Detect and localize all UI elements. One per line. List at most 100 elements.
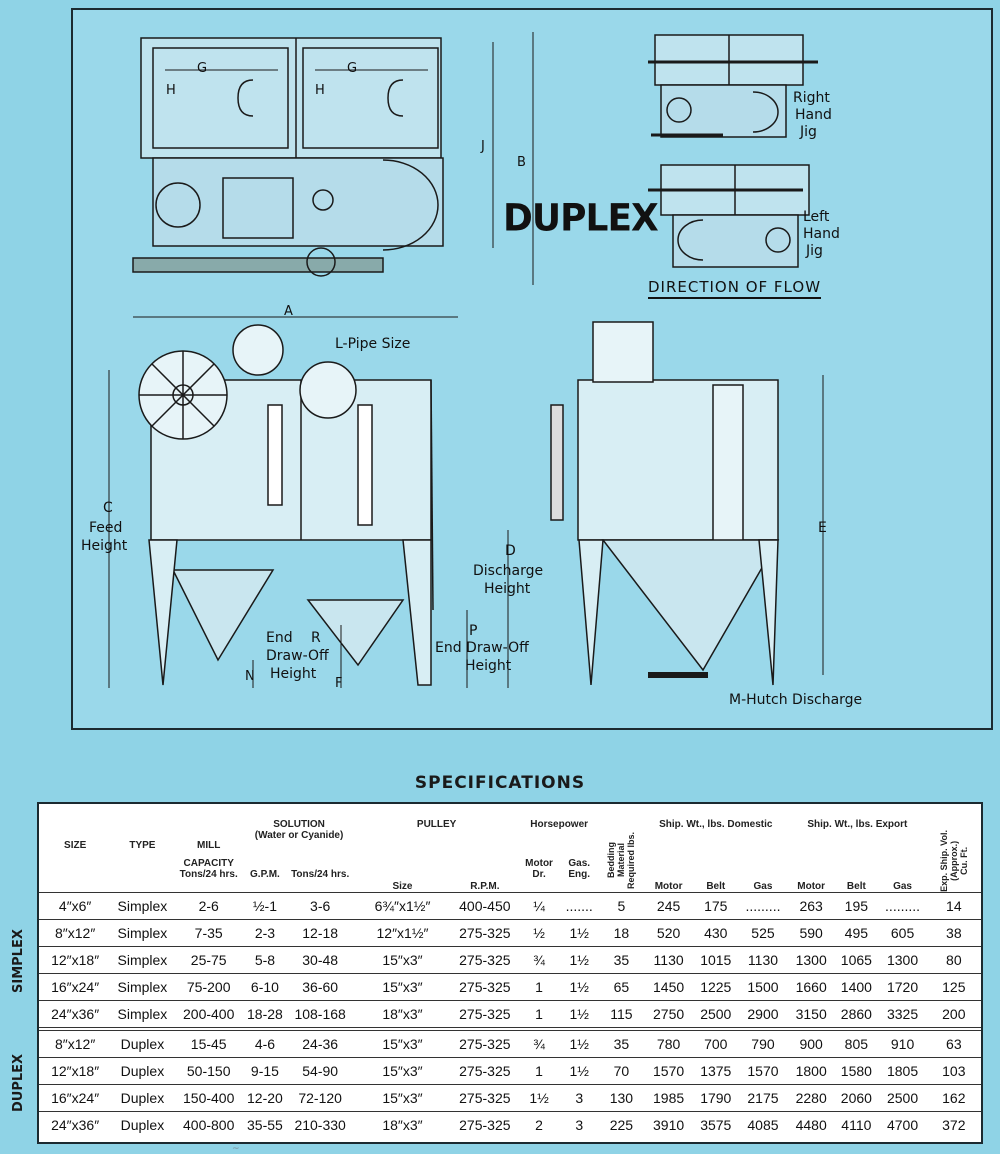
table-cell: 525	[737, 918, 789, 947]
table-cell: 24-36	[286, 1026, 355, 1058]
table-cell: 162	[926, 1083, 981, 1112]
table-cell: 275-325	[450, 1083, 519, 1112]
table-cell: 3	[559, 1110, 600, 1138]
mill-header-1: MILL	[197, 840, 221, 852]
table-cell: 1½	[559, 945, 600, 974]
table-cell: Simplex	[111, 945, 174, 974]
table-cell: 2-6	[173, 891, 244, 920]
table-cell: 5-8	[243, 945, 287, 974]
table-cell: 108-168	[286, 999, 355, 1029]
table-cell: 263	[788, 891, 835, 920]
label-h2: H	[315, 83, 325, 98]
table-cell: 80	[926, 945, 981, 974]
table-cell: 24″x36″	[39, 999, 112, 1029]
table-cell: 18″x3″	[354, 999, 451, 1029]
table-cell: 275-325	[450, 945, 519, 974]
tons-header: Tons/24 hrs.	[291, 868, 350, 880]
table-cell: 150-400	[173, 1083, 244, 1112]
table-cell: 12″x1½″	[354, 918, 451, 947]
table-cell: 1	[518, 1056, 560, 1085]
header-row-low: CAPACITY Motor Gas.	[39, 851, 981, 869]
table-cell: 70	[599, 1056, 644, 1085]
table-cell: 18-28	[243, 999, 287, 1029]
label-end-draw-off-right: End Draw-Off	[435, 640, 529, 656]
table-cell: 1805	[878, 1056, 927, 1085]
table-cell: Duplex	[111, 1056, 174, 1085]
volume-header-2: (Approx.)	[948, 840, 959, 881]
table-cell: .........	[737, 891, 789, 920]
table-cell: 275-325	[450, 1110, 519, 1138]
label-feed: Feed	[89, 520, 122, 536]
table-cell: 4085	[737, 1110, 789, 1138]
table-cell: 2900	[737, 999, 789, 1029]
duplex-side-label: DUPLEX	[11, 1053, 26, 1112]
bedding-header-1: Bedding	[606, 842, 617, 879]
table-cell: 4480	[788, 1110, 835, 1138]
table-cell: 2	[518, 1110, 560, 1138]
table-cell: 195	[834, 891, 879, 920]
table-cell: 1500	[737, 972, 789, 1001]
jig-drawings: G G H H J B A L-Pipe Size Right Hand Jig…	[81, 32, 862, 708]
left-jig-line3: Jig	[805, 243, 823, 259]
table-cell: 790	[737, 1026, 789, 1058]
table-cell: 1½	[559, 972, 600, 1001]
label-l-pipe: L-Pipe Size	[335, 336, 410, 352]
label-e: E	[818, 520, 827, 536]
table-cell: 4″x6″	[39, 891, 112, 920]
table-cell: 805	[834, 1026, 879, 1058]
export-belt-header: Belt	[846, 880, 866, 892]
label-g1: G	[197, 61, 207, 76]
table-cell: 4-6	[243, 1026, 287, 1058]
drawing-panel: G G H H J B A L-Pipe Size Right Hand Jig…	[71, 8, 993, 730]
solution-header: SOLUTION	[273, 819, 325, 830]
domestic-belt-header: Belt	[706, 880, 726, 892]
table-cell: 910	[878, 1026, 927, 1058]
table-cell: 15″x3″	[354, 1083, 451, 1112]
table-cell: 75-200	[173, 972, 244, 1001]
direction-of-flow-caption: DIRECTION OF FLOW	[648, 278, 822, 299]
table-cell: 1570	[737, 1056, 789, 1085]
table-cell: 1800	[788, 1056, 835, 1085]
table-cell: 7-35	[173, 918, 244, 947]
table-cell: 30-48	[286, 945, 355, 974]
left-jig-line2: Hand	[803, 226, 840, 242]
table-cell: 1720	[878, 972, 927, 1001]
table-cell: 275-325	[450, 972, 519, 1001]
table-cell: 4110	[834, 1110, 879, 1138]
table-cell: 1½	[518, 1083, 560, 1112]
table-cell: .........	[878, 891, 927, 920]
table-cell: ¾	[518, 1026, 560, 1058]
table-cell: 275-325	[450, 1056, 519, 1085]
table-cell: 1130	[643, 945, 694, 974]
table-cell: 275-325	[450, 999, 519, 1029]
solution-subheader: (Water or Cyanide)	[254, 830, 344, 841]
specifications-table-box: SOLUTION PULLEY Horsepower Ship. Wt., lb…	[37, 802, 983, 1144]
table-cell: 6-10	[243, 972, 287, 1001]
header-row-top: SOLUTION PULLEY Horsepower Ship. Wt., lb…	[39, 804, 981, 830]
table-cell: 2860	[834, 999, 879, 1029]
table-cell: 1130	[737, 945, 789, 974]
table-cell: ½-1	[243, 891, 287, 920]
table-cell: Duplex	[111, 1110, 174, 1138]
table-cell: 1660	[788, 972, 835, 1001]
table-cell: 2750	[643, 999, 694, 1029]
table-cell: 115	[599, 999, 644, 1029]
table-cell: 24″x36″	[39, 1110, 112, 1138]
right-hand-jig-view	[648, 34, 818, 138]
table-cell: 590	[788, 918, 835, 947]
type-header: TYPE	[129, 840, 156, 852]
table-cell: 2280	[788, 1083, 835, 1112]
table-cell: 18	[599, 918, 644, 947]
table-cell: 245	[643, 891, 694, 920]
volume-header-1: Exp. Ship. Vol.	[938, 830, 949, 892]
left-hand-jig-view	[648, 164, 810, 268]
table-cell: 35-55	[243, 1110, 287, 1138]
table-cell: 225	[599, 1110, 644, 1138]
table-cell: 1½	[559, 918, 600, 947]
table-cell: 430	[693, 918, 738, 947]
header-row-bottom: Tons/24 hrs. G.P.M. Tons/24 hrs. Size R.…	[39, 869, 981, 893]
table-cell: 175	[693, 891, 738, 920]
table-cell: 3910	[643, 1110, 694, 1138]
